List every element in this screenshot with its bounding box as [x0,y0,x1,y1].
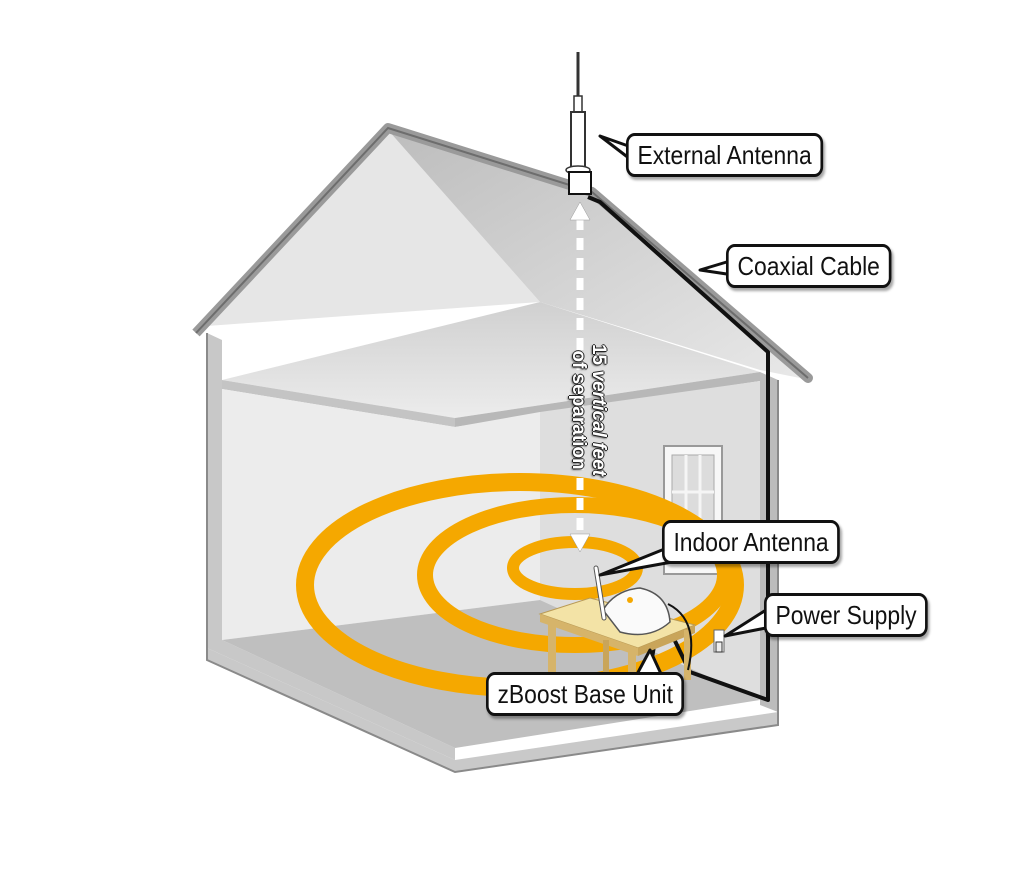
roof-inner-slope [388,130,800,378]
separation-line2: of separation [568,350,589,470]
power-outlet [713,629,725,653]
attic-gable-wall [207,130,540,326]
ceiling-slab [222,302,760,418]
callout-power-supply: Power Supply [764,593,929,637]
callout-base-unit: zBoost Base Unit [486,672,685,716]
separation-unit: vertical feet [588,370,609,477]
separation-label: 15 vertical feet of separation [553,325,623,495]
external-antenna-graphic [565,52,592,195]
separation-arrow [569,201,591,553]
base-unit-graphic [593,565,693,671]
separation-number: 15 [588,343,609,366]
callout-coaxial-cable: Coaxial Cable [726,244,892,288]
callout-indoor-antenna: Indoor Antenna [662,520,841,564]
callout-external-antenna: External Antenna [626,133,824,177]
